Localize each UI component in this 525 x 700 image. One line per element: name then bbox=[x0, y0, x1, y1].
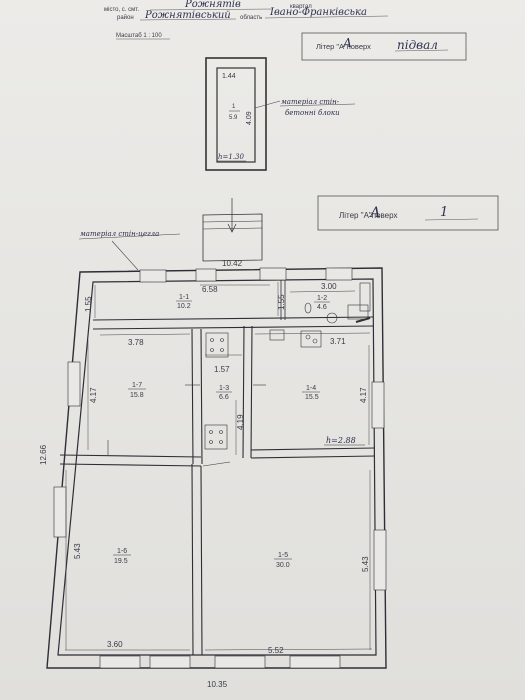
room-1-6-area: 19.5 bbox=[114, 558, 128, 565]
ground-letter: А bbox=[369, 205, 381, 221]
basement-material-2: бетонні блоки bbox=[285, 109, 340, 117]
header-block: місто, с. смт. Рожнятів квартал район Ро… bbox=[104, 0, 389, 40]
room-1-2-area: 4.6 bbox=[317, 304, 327, 311]
room-1-7-area: 15.8 bbox=[130, 392, 144, 399]
ground-floor-walls bbox=[46, 267, 387, 669]
room-1-1-num: 1-1 bbox=[179, 294, 189, 301]
dim-room4-width: 3.71 bbox=[330, 337, 346, 346]
room-1-4-num: 1-4 bbox=[306, 385, 316, 392]
basement-letter: А bbox=[342, 36, 352, 50]
district-label: район bbox=[117, 14, 134, 21]
basement-width: 1.44 bbox=[222, 73, 236, 80]
room-1-4-area: 15.5 bbox=[305, 394, 319, 401]
dim-room5-height: 5.43 bbox=[361, 556, 370, 572]
place-value: Рожнятів bbox=[184, 0, 241, 10]
basement-box-label: Літер "А"поверх bbox=[316, 42, 371, 51]
basement-material: матеріал стін- bbox=[281, 98, 340, 106]
dim-bathroom-width: 1.55 bbox=[277, 294, 286, 310]
basement-room-area: 5.9 bbox=[229, 115, 238, 121]
dim-room5-width: 5.52 bbox=[268, 646, 284, 655]
dim-top-total: 10.42 bbox=[222, 259, 243, 268]
room-1-5-num: 1-5 bbox=[278, 552, 288, 559]
dim-corridor-length: 6.58 bbox=[202, 285, 218, 294]
scale-label: Масштаб 1 : 100 bbox=[116, 33, 162, 39]
dim-hall-height: 4.19 bbox=[236, 414, 245, 430]
room-1-1-area: 10.2 bbox=[177, 303, 191, 310]
room-1-3-area: 6.6 bbox=[219, 394, 229, 401]
region-label: область bbox=[240, 15, 262, 21]
room-1-5: 1-5 30.0 bbox=[274, 552, 292, 569]
windows bbox=[53, 267, 387, 669]
ground-box-label: Літер "А"поверх bbox=[339, 211, 398, 220]
ground-material: матеріал стін-цегла bbox=[80, 230, 159, 238]
room-1-3: 1-3 6.6 bbox=[216, 385, 232, 401]
basement-length: 4.09 bbox=[246, 111, 253, 125]
dim-total-height: 12.66 bbox=[39, 444, 48, 465]
dim-total-width: 10.35 bbox=[207, 680, 228, 689]
dimension-texts: 10.42 6.58 3.00 1.55 1.55 3.78 3.71 1.57… bbox=[39, 259, 370, 689]
dim-corridor-width: 1.55 bbox=[84, 296, 93, 312]
room-1-7-num: 1-7 bbox=[132, 382, 142, 389]
dim-room7-height: 4.17 bbox=[89, 387, 98, 403]
ground-floor: 1 bbox=[440, 205, 448, 220]
dim-room4-height: 4.17 bbox=[359, 387, 368, 403]
room-labels: 1-1 10.2 1-2 4.6 1-3 6.6 1-4 15.5 1-5 30… bbox=[113, 294, 330, 569]
basement-floor: підвал bbox=[397, 38, 438, 52]
district-value: Рожнятівський bbox=[144, 10, 231, 21]
room-1-2: 1-2 4.6 bbox=[314, 295, 330, 311]
room-1-2-num: 1-2 bbox=[317, 295, 327, 302]
fixtures bbox=[107, 282, 371, 467]
entrance-steps bbox=[202, 198, 263, 262]
room-1-4: 1-4 15.5 bbox=[302, 385, 320, 401]
dim-room7-width: 3.78 bbox=[128, 338, 144, 347]
ground-legend-box: Літер "А"поверх А 1 bbox=[317, 195, 499, 231]
room-1-6-num: 1-6 bbox=[117, 548, 127, 555]
basement-plan: 1.44 1 5.9 4.09 h=1.30 матеріал стін- бе… bbox=[205, 57, 356, 171]
apartment-label: квартал bbox=[290, 4, 312, 10]
basement-legend-box: Літер "А"поверх А підвал bbox=[301, 32, 467, 61]
dim-bathroom-length: 3.00 bbox=[321, 282, 337, 291]
room-1-6: 1-6 19.5 bbox=[113, 548, 131, 565]
room-1-1: 1-1 10.2 bbox=[176, 294, 192, 310]
region-value: Івано-Франківська bbox=[269, 7, 367, 18]
dimension-lines bbox=[65, 282, 373, 651]
place-label: місто, с. смт. bbox=[104, 7, 139, 13]
dim-room6-height: 5.43 bbox=[73, 543, 82, 559]
room-1-5-area: 30.0 bbox=[276, 562, 290, 569]
basement-room-num: 1 bbox=[232, 104, 236, 110]
ground-height: h=2.88 bbox=[326, 436, 356, 445]
dim-hall-width: 1.57 bbox=[214, 365, 230, 374]
room-1-7: 1-7 15.8 bbox=[128, 382, 146, 399]
dim-room6-width: 3.60 bbox=[107, 640, 123, 649]
basement-height: h=1.30 bbox=[218, 153, 245, 161]
room-1-3-num: 1-3 bbox=[219, 385, 229, 392]
